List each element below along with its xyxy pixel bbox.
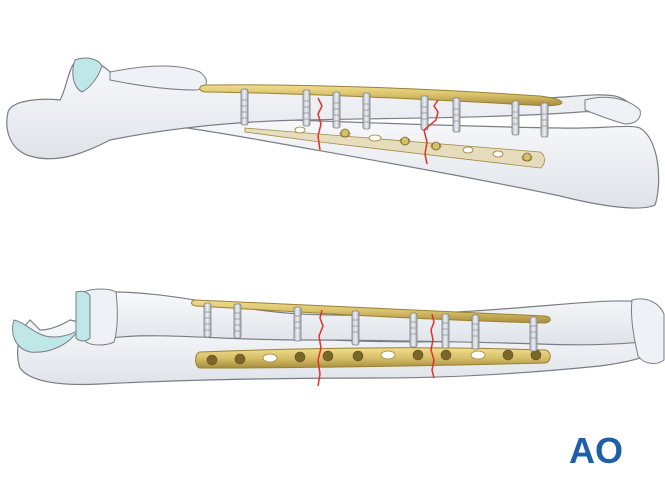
top-radius-plate — [199, 84, 563, 107]
bottom-fracture-1 — [317, 309, 324, 387]
ao-logo-text: AO — [569, 432, 623, 468]
top-screw-threads — [241, 99, 548, 127]
bottom-screws — [203, 302, 538, 352]
top-fracture-2 — [423, 99, 439, 165]
top-ulna-plate — [244, 127, 545, 169]
bottom-radius-bone — [98, 291, 661, 346]
bottom-radius-plate — [191, 299, 551, 324]
bottom-ulna-plate-holes — [206, 349, 542, 366]
bottom-ulna-plate — [195, 347, 551, 369]
top-ulna-screw-heads — [340, 128, 532, 162]
bottom-screw-threads — [204, 311, 537, 339]
bottom-view — [12, 288, 665, 387]
ao-logo: AO — [569, 432, 623, 468]
bottom-cartilage — [75, 290, 91, 342]
top-ulna-bone — [149, 114, 660, 209]
top-fracture-1 — [317, 97, 323, 151]
bottom-distal-bones — [631, 298, 665, 364]
top-olecranon — [109, 65, 207, 91]
top-distal-radius — [584, 96, 641, 125]
top-cartilage — [72, 57, 103, 93]
bottom-fracture-2 — [430, 313, 435, 379]
top-view — [6, 57, 660, 209]
